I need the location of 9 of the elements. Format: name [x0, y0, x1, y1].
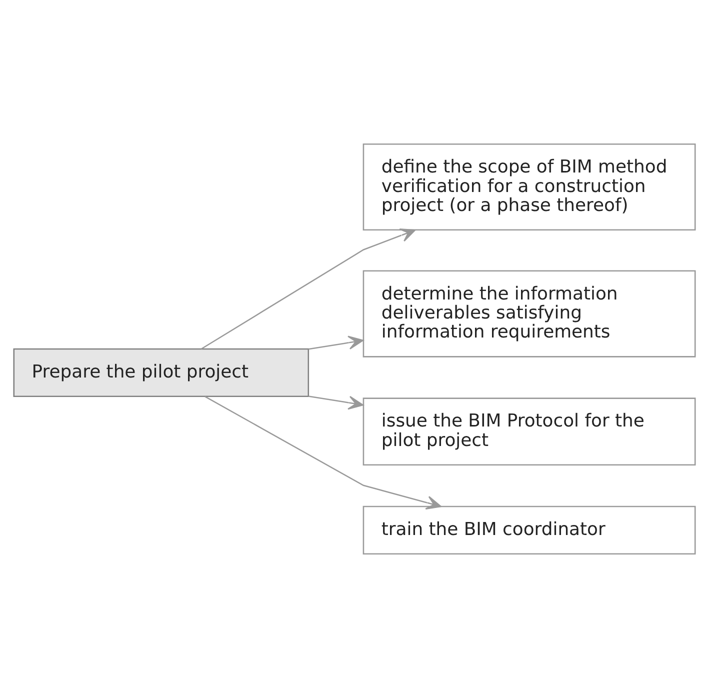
arrow	[204, 396, 442, 510]
arrow	[308, 396, 364, 410]
node-box: Prepare the pilot project	[13, 348, 310, 398]
node-box: determine the information deliverables satisfying information requirements	[362, 270, 696, 358]
node-box: define the scope of BIM method verification for a construction project (or a phase thereof)	[362, 143, 696, 231]
node-box: train the BIM coordinator	[362, 506, 696, 555]
node-box: issue the BIM Protocol for the pilot project	[362, 398, 696, 466]
arrow	[200, 228, 416, 350]
arrow	[308, 336, 364, 350]
